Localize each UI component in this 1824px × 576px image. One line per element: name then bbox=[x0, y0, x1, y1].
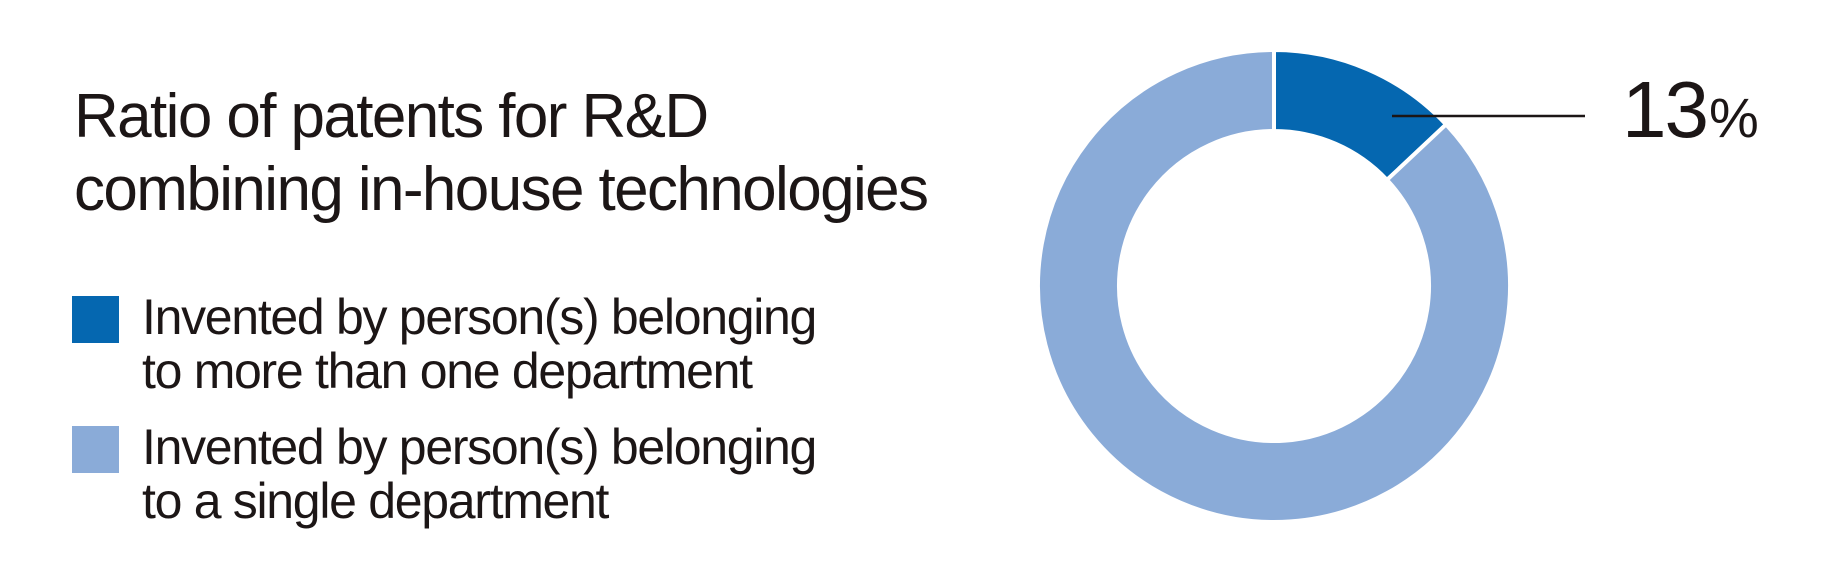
chart-title-line-1: Ratio of patents for R&D bbox=[74, 82, 709, 151]
legend-label-line-2: to a single department bbox=[142, 473, 609, 529]
donut-segments bbox=[1036, 47, 1513, 524]
legend-swatch-dark-blue bbox=[72, 296, 119, 343]
donut-segment-single-department bbox=[1036, 47, 1513, 524]
legend-label-line-2: to more than one department bbox=[142, 343, 753, 399]
percentage-value: 13 bbox=[1622, 65, 1709, 154]
legend-label: Invented by person(s) belonging to a sin… bbox=[142, 419, 817, 529]
chart-title-line-2: combining in-house technologies bbox=[74, 155, 929, 224]
legend-label-line-1: Invented by person(s) belonging bbox=[142, 419, 817, 475]
percentage-unit: % bbox=[1708, 86, 1759, 149]
legend-label-line-1: Invented by person(s) belonging bbox=[142, 289, 817, 345]
chart-title: Ratio of patents for R&D combining in-ho… bbox=[74, 80, 929, 226]
legend-swatch-light-blue bbox=[72, 426, 119, 473]
percentage-callout: 13% bbox=[1622, 62, 1759, 166]
legend-label: Invented by person(s) belonging to more … bbox=[142, 289, 817, 399]
